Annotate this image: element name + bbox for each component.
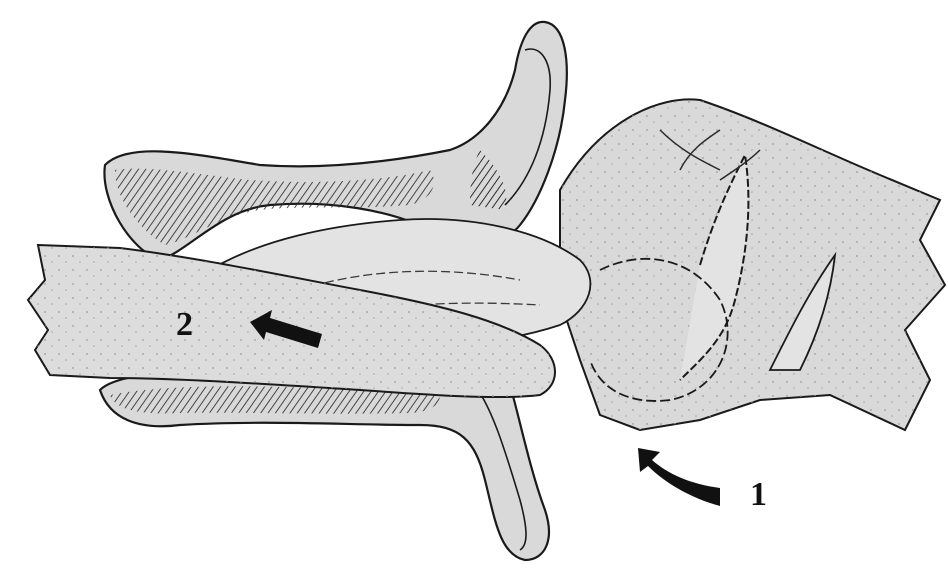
curved-arrow-icon — [638, 448, 720, 506]
callout-label-1: 1 — [750, 478, 767, 512]
tissue-mass-texture — [560, 99, 945, 430]
callout-label-2: 2 — [176, 308, 193, 342]
